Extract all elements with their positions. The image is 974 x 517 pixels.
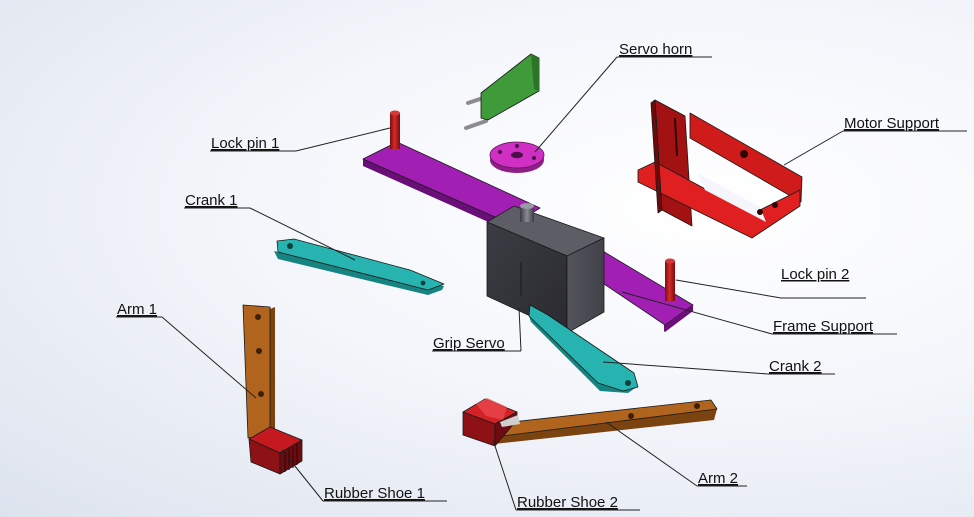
label-lock-pin-2: Lock pin 2 (781, 266, 849, 283)
leader-crank-2 (602, 361, 769, 375)
rubber-shoe-2 (462, 398, 520, 447)
leader-frame-support (621, 291, 773, 335)
crank-2 (528, 304, 639, 393)
servo-horn (489, 141, 545, 173)
leader-grip-servo (518, 307, 522, 352)
leader-rubber-shoe-2 (492, 439, 517, 511)
label-grip-servo: Grip Servo (433, 335, 505, 352)
leader-rubber-shoe-1 (281, 449, 324, 502)
leader-servo-horn (534, 56, 618, 153)
label-lock-pin-1: Lock pin 1 (211, 135, 279, 152)
label-crank-1: Crank 1 (185, 192, 238, 209)
rubber-shoe-1 (248, 426, 303, 475)
arm-1 (242, 304, 275, 439)
motor-support (637, 99, 803, 239)
label-arm-1: Arm 1 (117, 301, 157, 318)
label-rubber-shoe-2: Rubber Shoe 2 (517, 494, 618, 511)
leader-arm-1 (161, 316, 257, 399)
labels: Servo horn Motor Support Lock pin 1 Cran… (117, 41, 940, 511)
crank-1 (274, 238, 445, 295)
label-rubber-shoe-1: Rubber Shoe 1 (324, 485, 425, 502)
lock-pin-1 (390, 110, 400, 149)
label-arm-2: Arm 2 (698, 470, 738, 487)
lock-pin-2 (665, 258, 675, 301)
leader-crank-1 (249, 207, 356, 261)
leader-motor-support (783, 130, 844, 166)
label-servo-horn: Servo horn (619, 41, 692, 58)
pcb-board (464, 53, 540, 130)
leader-arm-2 (605, 421, 698, 487)
grip-servo (486, 203, 605, 334)
label-frame-support: Frame Support (773, 318, 874, 335)
arm-2 (493, 399, 718, 444)
label-motor-support: Motor Support (844, 115, 940, 132)
leader-lock-pin-1 (295, 127, 391, 152)
leader-lock-pin-2 (675, 279, 782, 299)
label-crank-2: Crank 2 (769, 358, 822, 375)
leader-lines (116, 56, 967, 511)
